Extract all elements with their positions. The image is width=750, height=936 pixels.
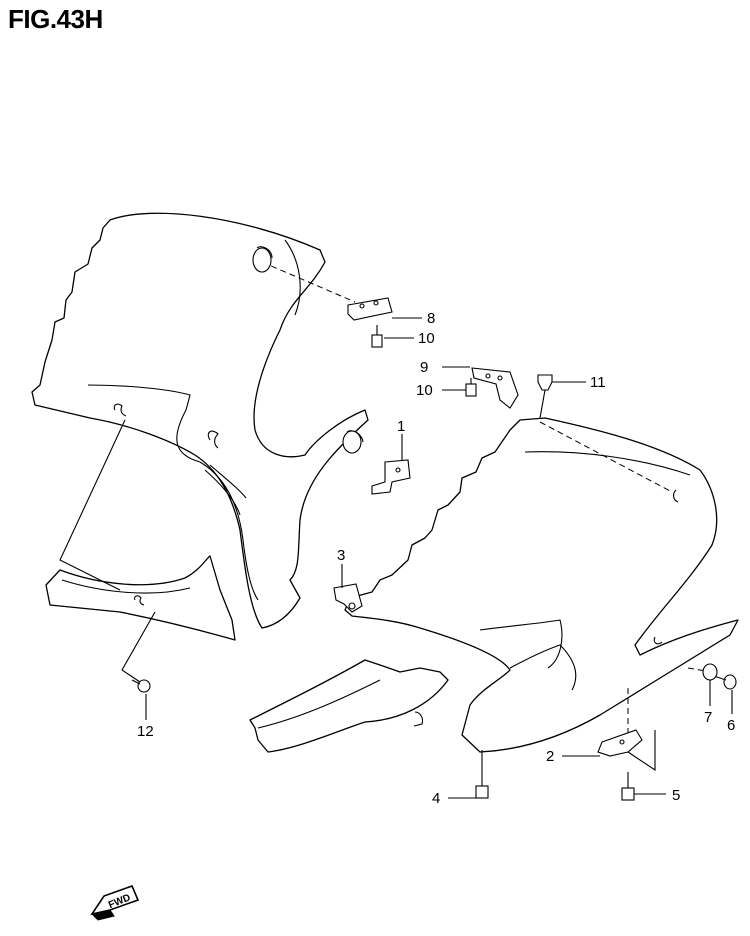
right-upper-cowling: [344, 417, 739, 753]
rivet-part-11: [537, 374, 553, 419]
bracket-part-8: [347, 297, 393, 321]
callout-2: 2: [546, 748, 554, 765]
callout-1: 1: [397, 418, 405, 435]
callout-6: 6: [727, 717, 735, 734]
callout-10-upper: 10: [418, 330, 435, 347]
rubber-mount-top: [252, 246, 273, 273]
bolt-part-10-upper: [371, 325, 383, 348]
forward-arrow-icon: FWD: [90, 884, 140, 921]
callout-4: 4: [432, 790, 440, 807]
bracket-part-2: [597, 729, 643, 757]
nut-part-7: [702, 663, 718, 681]
callout-7: 7: [704, 709, 712, 726]
bracket-part-1: [371, 459, 411, 495]
screw-part-6: [713, 674, 737, 690]
callout-12: 12: [137, 723, 154, 740]
bolt-part-10-lower: [465, 378, 477, 397]
rubber-mount-center: [342, 430, 364, 454]
callout-3: 3: [337, 547, 345, 564]
left-upper-cowling: [31, 212, 369, 629]
callout-10-lower: 10: [416, 382, 433, 399]
clip-part-3: [333, 583, 363, 613]
callout-11: 11: [590, 374, 606, 391]
right-lower-inner-panel: [249, 659, 449, 753]
bracket-part-9: [471, 367, 519, 409]
callout-5: 5: [672, 787, 680, 804]
callout-leaders: [145, 317, 733, 799]
bolt-part-5: [621, 772, 635, 801]
bolt-part-4: [475, 750, 489, 799]
figure-title: FIG.43H: [8, 4, 103, 34]
left-lower-panel: [45, 555, 236, 641]
callout-8: 8: [427, 310, 435, 327]
screw-part-12: [131, 679, 151, 693]
callout-9: 9: [420, 359, 428, 376]
